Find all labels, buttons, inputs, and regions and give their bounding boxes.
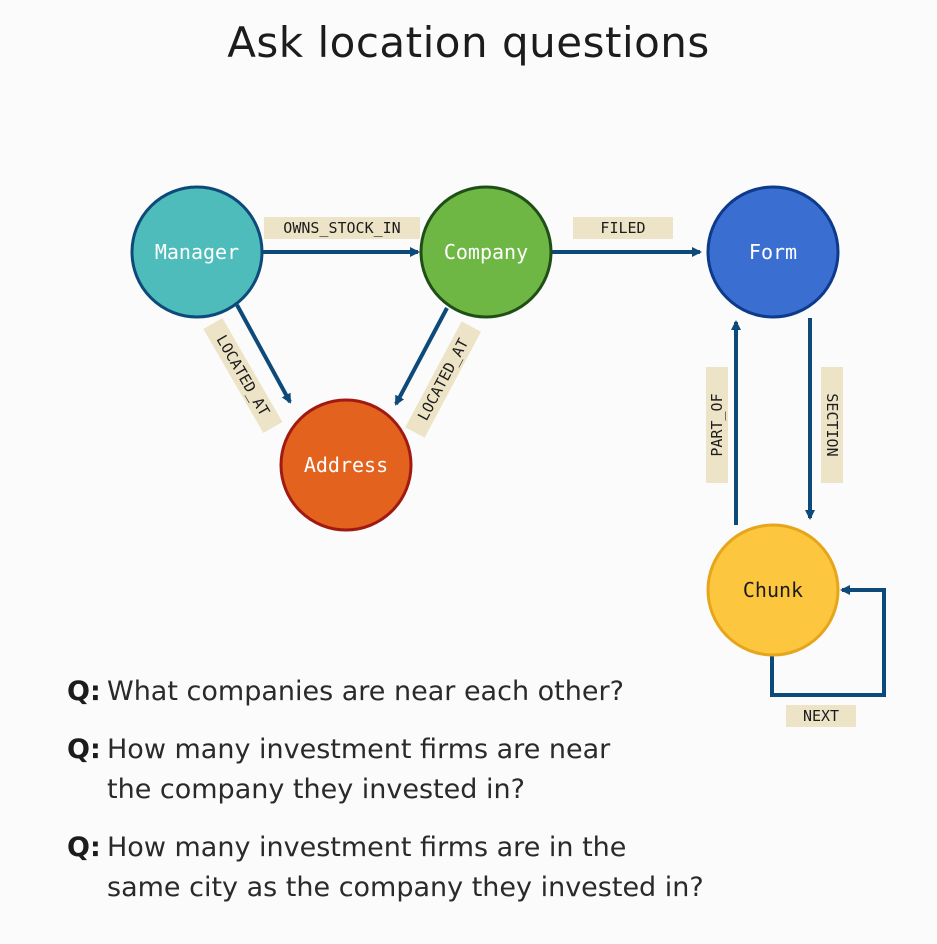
questions-list: Q: What companies are near each other? Q… — [67, 672, 887, 926]
node-company: Company — [419, 185, 553, 319]
edge-label-filed: FILED — [600, 219, 645, 237]
edge-located-at-manager: LOCATED_AT — [203, 304, 292, 433]
edge-next: NEXT — [770, 585, 886, 727]
question-item: Q: How many investment firms are near th… — [67, 730, 887, 810]
edge-label-next: NEXT — [803, 707, 839, 725]
node-manager: Manager — [130, 185, 264, 319]
question-text: How many investment firms are in the — [107, 832, 627, 863]
edge-label-located-at-company: LOCATED_AT — [414, 335, 472, 423]
edge-label-owns-stock-in: OWNS_STOCK_IN — [283, 219, 400, 237]
node-form: Form — [706, 185, 840, 319]
node-label-chunk: Chunk — [743, 578, 803, 602]
node-address: Address — [279, 398, 413, 532]
question-mark: Q: — [67, 734, 101, 765]
node-label-address: Address — [304, 453, 388, 477]
node-chunk: Chunk — [706, 523, 840, 657]
edge-filed: FILED — [552, 217, 702, 257]
node-label-company: Company — [444, 240, 528, 264]
node-label-manager: Manager — [155, 240, 239, 264]
edge-label-located-at-manager: LOCATED_AT — [212, 332, 273, 419]
question-text: the company they invested in? — [107, 774, 525, 805]
question-mark: Q: — [67, 832, 101, 863]
edge-located-at-company: LOCATED_AT — [394, 307, 481, 438]
edge-part-of: PART_OF — [706, 320, 741, 525]
edge-label-part-of: PART_OF — [708, 393, 726, 456]
question-text: How many investment firms are near — [107, 734, 611, 765]
node-label-form: Form — [749, 240, 797, 264]
edge-label-section: SECTION — [823, 393, 841, 456]
edge-owns-stock-in: OWNS_STOCK_IN — [262, 217, 420, 257]
question-item: Q: How many investment firms are in the … — [67, 828, 887, 908]
question-text: same city as the company they invested i… — [107, 872, 704, 903]
question-item: Q: What companies are near each other? — [67, 672, 887, 712]
question-mark: Q: — [67, 676, 101, 707]
edge-section: SECTION — [805, 318, 843, 520]
question-text: What companies are near each other? — [107, 676, 624, 707]
page-title: Ask location questions — [227, 18, 710, 67]
